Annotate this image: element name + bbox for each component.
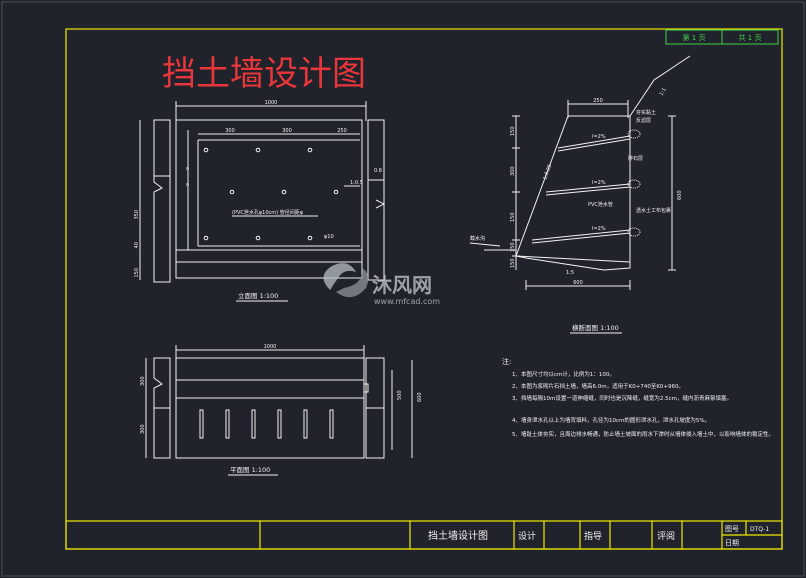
sheet-page-box: 第 1 页 共 1 页	[665, 29, 779, 45]
section-left-dim-5: 150	[510, 258, 516, 268]
section-left-dim-1: 150	[510, 126, 516, 136]
section-bottom-dim: 600	[573, 280, 583, 286]
plan-caption: 平面图 1:100	[230, 466, 270, 474]
plan-view: 1000 300 300 500 600 平面图 1:100	[140, 344, 423, 476]
plan-right-dim-1: 500	[397, 390, 403, 400]
section-slope-2: 1:0.25	[542, 164, 553, 181]
section-caption: 横断面图 1:100	[572, 323, 619, 332]
watermark-text: 沐风网	[372, 273, 432, 297]
elevation-note-dia: φ10	[324, 234, 334, 240]
sheet-total-label: 共 1 页	[739, 33, 762, 42]
section-right-dim: 600	[677, 190, 683, 200]
section-pipe-1: I=2%	[592, 134, 606, 140]
title-block-designed: 设计	[518, 530, 536, 542]
title-block-number-label: 图号	[725, 525, 739, 533]
title-block-reviewed: 评阅	[657, 531, 675, 542]
plan-top-dim: 1000	[264, 344, 277, 350]
sheet-page-label: 第 1 页	[683, 33, 706, 42]
title-block-date-label: 日期	[725, 539, 739, 547]
title-block-number: DTQ-1	[750, 526, 769, 533]
plan-right-dim-2: 600	[417, 392, 423, 402]
section-pipe-2: I=2%	[592, 180, 606, 186]
title-block-guided: 指导	[584, 530, 602, 542]
watermark-url: www.mfcad.com	[374, 297, 440, 306]
svg-text:o: o	[186, 166, 189, 172]
svg-text:0.8: 0.8	[374, 168, 382, 174]
section-left-dim-3: 150	[510, 212, 516, 222]
drawing-title: 挡土墙设计图	[162, 54, 366, 94]
elevation-left-dim-2: 40	[134, 242, 140, 248]
elevation-sub-dim-1: 300	[225, 128, 235, 134]
title-block: 挡土墙设计图 设计 指导 评阅 图号 DTQ-1 日期	[65, 520, 783, 550]
elevation-left-dim-1: 350	[134, 210, 140, 220]
plan-left-dim-1: 300	[140, 376, 146, 386]
note-1: 1、本图尺寸均以cm计，比例为1：100。	[512, 370, 615, 378]
section-annotation-5: 透水土工布包裹	[636, 207, 671, 214]
elevation-top-dim: 1000	[265, 100, 278, 106]
plan-left-dim-2: 300	[140, 424, 146, 434]
notes-heading: 注:	[502, 357, 511, 366]
title-block-name: 挡土墙设计图	[428, 529, 488, 542]
watermark-logo-icon	[323, 263, 369, 298]
section-annotation-3: 碎石层	[628, 155, 643, 162]
section-left-dim-4: 150	[510, 242, 516, 252]
elevation-sub-dim-2: 300	[282, 128, 292, 134]
note-4: 4、墙身泄水孔以上为墙背填料，孔径为10cm的圆形泄水孔，泄水孔坡度为5%。	[512, 416, 710, 424]
section-slope-1: 1:1	[659, 87, 668, 97]
svg-text:o: o	[186, 182, 189, 188]
design-notes: 注: 1、本图尺寸均以cm计，比例为1：100。 2、本图为浆砌片石挡土墙，墙高…	[502, 357, 774, 438]
section-annotation-4: PVC泄水管	[588, 201, 613, 208]
note-5: 5、墙趾土体夯实，且周边排水畅通，防止墙土坡面的雨水下渗时从墙体侵入墙土中，以影…	[512, 430, 774, 438]
section-pipe-3: I=2%	[592, 226, 606, 232]
elevation-sub-dim-3: 250	[337, 128, 347, 134]
section-annotation-1: 夯实黏土	[636, 109, 656, 116]
elevation-note: (PVC泄水孔φ10cm) 管径间距φ	[232, 209, 304, 216]
section-slope-3: 1:5	[566, 270, 574, 276]
elevation-view: 1000 300 300 250 o o (PVC	[134, 100, 386, 302]
section-annotation-2: 反滤层	[636, 117, 651, 124]
note-3: 3、挡墙每隔10m设置一道伸缩缝，同时也是沉降缝，缝宽为2.5cm，缝内沥青麻絮…	[512, 394, 732, 402]
watermark: 沐风网 www.mfcad.com	[323, 263, 440, 306]
section-top-dim: 250	[593, 98, 603, 104]
note-2: 2、本图为浆砌片石挡土墙，墙高6.0m，适用于K0+740至K0+960。	[512, 382, 684, 390]
section-annotation-6: 截水沟	[470, 235, 485, 242]
section-view: 250 1:1 1:0.25 1:5 I=2% I=2% I=2% 夯实黏土 反…	[469, 55, 691, 334]
section-left-dim-2: 300	[510, 166, 516, 176]
elevation-caption: 立面图 1:100	[238, 291, 278, 300]
elevation-right-dim: 1:0.5	[350, 180, 363, 186]
elevation-left-dim-3: 150	[134, 268, 140, 278]
